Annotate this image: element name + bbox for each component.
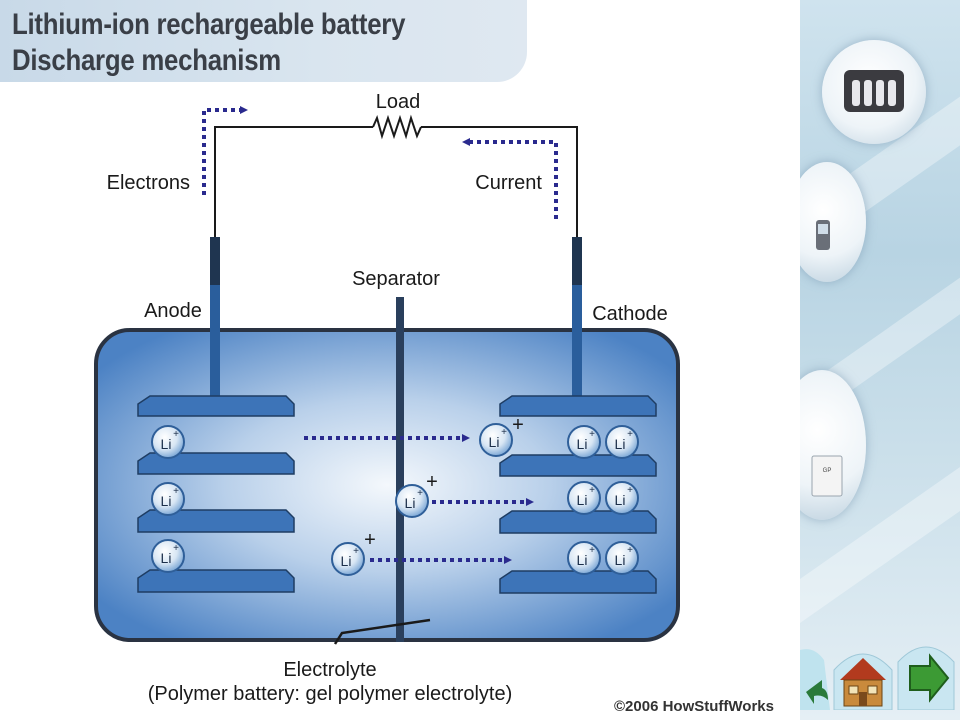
- electrolyte-note: (Polymer battery: gel polymer electrolyt…: [148, 683, 513, 705]
- svg-text:+: +: [589, 545, 595, 556]
- home-icon: [833, 653, 893, 711]
- electron-flow-arrow: [202, 106, 248, 195]
- svg-text:+: +: [589, 485, 595, 496]
- anode-plate: [137, 569, 295, 593]
- svg-text:Li: Li: [341, 553, 352, 569]
- load-label: Load: [376, 91, 421, 113]
- external-circuit: [214, 114, 578, 243]
- cathode-plate: [499, 570, 657, 594]
- svg-text:+: +: [501, 427, 507, 438]
- cathode-terminal: [572, 237, 582, 285]
- anode-plate: [137, 395, 295, 417]
- lithium-ion: Li++: [331, 529, 376, 576]
- lithium-ion: Li+: [567, 541, 601, 575]
- page-title: Lithium-ion rechargeable battery: [12, 8, 406, 41]
- svg-text:+: +: [627, 545, 633, 556]
- back-button[interactable]: [800, 636, 830, 710]
- lithium-ion: Li+: [151, 482, 185, 516]
- separator-label: Separator: [352, 268, 440, 290]
- svg-text:+: +: [426, 471, 438, 493]
- cathode-plate: [499, 510, 657, 534]
- page-subtitle: Discharge mechanism: [12, 44, 281, 77]
- svg-text:Li: Li: [577, 436, 588, 452]
- electrons-label: Electrons: [107, 172, 190, 194]
- anode-plate: [137, 452, 295, 475]
- anode-plate: [137, 509, 295, 533]
- svg-text:+: +: [589, 429, 595, 440]
- anode-plates: [137, 395, 295, 593]
- svg-text:Li: Li: [489, 434, 500, 450]
- lithium-ion: Li+: [151, 539, 185, 573]
- anode-terminal: [210, 237, 220, 285]
- next-button[interactable]: [896, 636, 956, 711]
- svg-text:+: +: [173, 429, 179, 440]
- svg-text:Li: Li: [615, 552, 626, 568]
- lithium-ion: Li+: [605, 541, 639, 575]
- lithium-ion: Li+: [605, 425, 639, 459]
- lithium-ion: Li++: [395, 471, 438, 518]
- current-flow-arrow: [462, 138, 558, 219]
- product-photo-charger: [822, 40, 926, 144]
- curved-left-arrow-icon: [800, 649, 830, 710]
- separator: [396, 297, 404, 642]
- anode-collector: [210, 285, 220, 410]
- lithium-ion: Li+: [567, 425, 601, 459]
- svg-text:Li: Li: [405, 495, 416, 511]
- svg-text:Li: Li: [577, 492, 588, 508]
- svg-text:Li: Li: [161, 493, 172, 509]
- svg-text:Li: Li: [615, 492, 626, 508]
- svg-text:+: +: [627, 429, 633, 440]
- load-resistor: [372, 114, 422, 140]
- svg-text:Li: Li: [161, 550, 172, 566]
- cathode-label: Cathode: [592, 303, 668, 325]
- title-banner: Lithium-ion rechargeable battery Dischar…: [0, 0, 527, 82]
- lithium-ion: Li+: [605, 481, 639, 515]
- svg-text:+: +: [173, 486, 179, 497]
- right-arrow-icon: [897, 646, 955, 711]
- svg-text:+: +: [417, 488, 423, 499]
- current-label: Current: [475, 172, 542, 194]
- side-decoration-panel: GP: [800, 0, 960, 720]
- lithium-ion: Li++: [479, 414, 524, 457]
- svg-text:+: +: [627, 485, 633, 496]
- cathode-plates: [499, 395, 657, 594]
- lithium-ion: Li+: [151, 425, 185, 459]
- svg-text:+: +: [353, 546, 359, 557]
- electrolyte-pointer: [333, 618, 431, 645]
- lithium-ion: Li+: [567, 481, 601, 515]
- product-photo-phone: [800, 162, 866, 282]
- cathode-plate: [499, 454, 657, 477]
- product-photo-battery-pack: GP: [800, 370, 866, 520]
- svg-text:+: +: [173, 543, 179, 554]
- copyright-text: ©2006 HowStuffWorks: [614, 698, 774, 715]
- svg-text:GP: GP: [823, 468, 832, 474]
- cathode-collector: [572, 285, 582, 410]
- svg-text:Li: Li: [577, 552, 588, 568]
- svg-text:Li: Li: [161, 436, 172, 452]
- svg-text:+: +: [364, 529, 376, 551]
- svg-text:Li: Li: [615, 436, 626, 452]
- anode-label: Anode: [144, 300, 202, 322]
- home-button[interactable]: [832, 640, 894, 711]
- lithium-ions: Li+ Li+ Li+ Li++ Li++ Li++ Li+ Li+ Li+ L…: [151, 414, 639, 576]
- cathode-plate: [499, 395, 657, 417]
- electrolyte-label: Electrolyte: [283, 659, 376, 681]
- svg-text:+: +: [512, 414, 524, 436]
